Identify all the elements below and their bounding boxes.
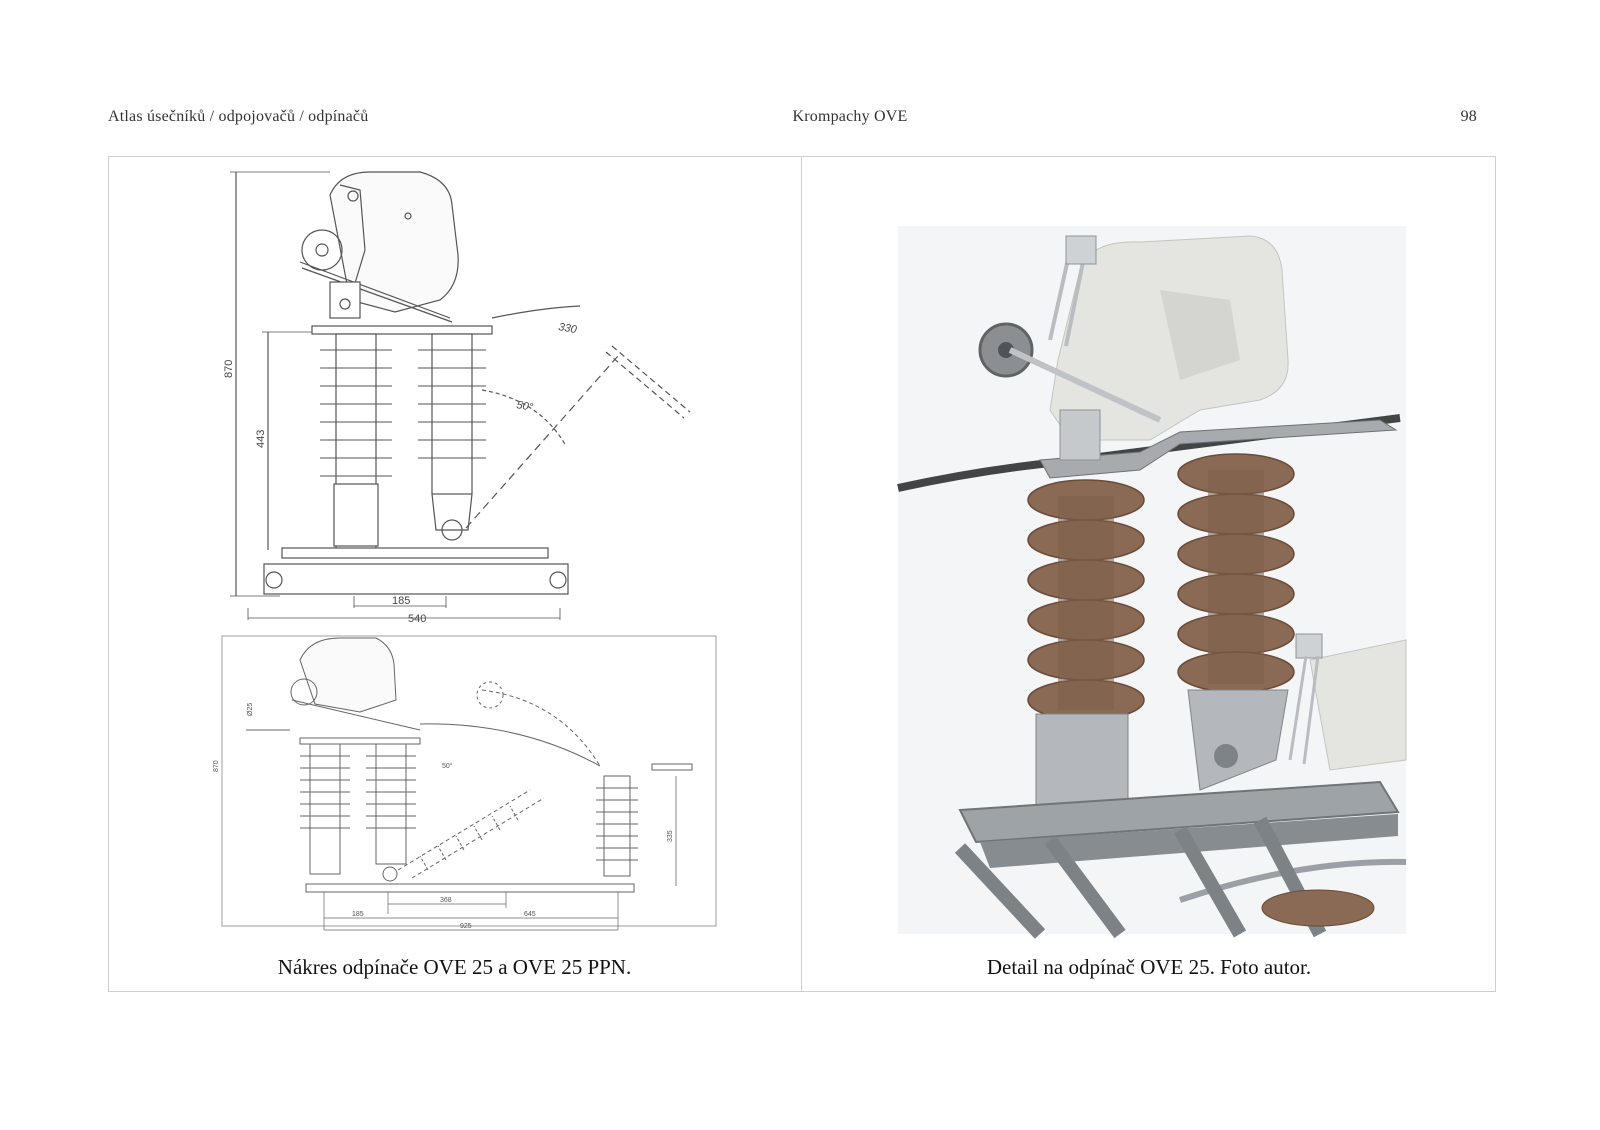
dim-label-925: 925 xyxy=(460,923,472,930)
dim-label-330: 330 xyxy=(557,321,578,336)
dim-label-bottom-870: 870 xyxy=(213,760,220,772)
dim-label-185: 185 xyxy=(392,595,410,607)
dim-label-443: 443 xyxy=(255,430,267,448)
switch-photo xyxy=(897,226,1407,939)
dim-label-bottom-angle: 50° xyxy=(442,762,453,770)
page-number: 98 xyxy=(1460,108,1477,125)
running-header-section: Krompachy OVE xyxy=(792,108,908,125)
technical-drawing-top xyxy=(230,171,691,620)
caption-photo: Detail na odpínač OVE 25. Foto autor. xyxy=(986,955,1312,979)
dim-label-angle: 50° xyxy=(515,399,534,414)
dim-label-bottom-185: 185 xyxy=(352,911,364,918)
dim-label-368: 368 xyxy=(440,897,452,904)
dim-label-870: 870 xyxy=(223,360,235,378)
technical-drawing-bottom xyxy=(221,635,717,931)
running-header-title: Atlas úsečníků / odpojovačů / odpínačů xyxy=(108,108,369,125)
caption-drawing: Nákres odpínače OVE 25 a OVE 25 PPN. xyxy=(277,955,632,979)
figure-frame xyxy=(108,156,1496,992)
dim-label-diameter: Ø25 xyxy=(247,703,254,716)
dim-label-540: 540 xyxy=(408,613,426,625)
dim-label-645: 645 xyxy=(524,911,536,918)
dim-label-335: 335 xyxy=(667,830,674,842)
figure-divider xyxy=(801,156,802,992)
